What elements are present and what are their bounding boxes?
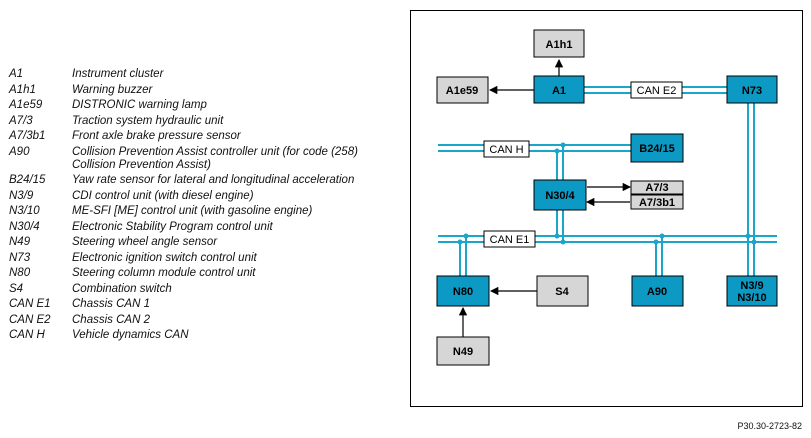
legend-code: N3/10	[9, 205, 40, 217]
legend-code: A1h1	[9, 83, 36, 96]
legend-description: Steering wheel angle sensor	[72, 236, 218, 248]
bus-label-can-e1: CAN E1	[483, 230, 536, 248]
legend-description: Electronic Stability Program control uni…	[72, 220, 273, 233]
bus-label: CAN E2	[637, 85, 677, 97]
legend-code: N30/4	[9, 220, 40, 233]
node-a73b1: A7/3b1	[630, 194, 684, 210]
node-n80: N80	[436, 275, 490, 307]
legend-description: ME-SFI [ME] control unit (with gasoline …	[72, 205, 313, 217]
legend-description: Yaw rate sensor for lateral and longitud…	[72, 174, 355, 186]
legend-code: A90	[9, 145, 30, 158]
node-a1: A1	[533, 75, 585, 104]
legend-row: CAN E2 Chassis CAN 2	[9, 314, 399, 327]
bus-label-can-h: CAN H	[483, 140, 530, 158]
legend-row: A1 Instrument cluster	[9, 68, 399, 81]
node-label: B24/15	[639, 143, 674, 155]
legend-code: A1e59	[9, 99, 43, 111]
legend-description: Traction system hydraulic unit	[72, 114, 224, 127]
legend-description: Collision Prevention Assist controller u…	[72, 145, 358, 171]
legend-code: N80	[9, 267, 31, 279]
legend-code: B24/15	[9, 174, 46, 186]
legend-row: S4 Combination switch	[9, 283, 399, 296]
legend-code: A7/3	[9, 114, 33, 127]
legend-description: Chassis CAN 2	[72, 313, 150, 326]
legend-row: N80 Steering column module control unit	[9, 267, 399, 280]
figure-reference: P30.30-2723-82	[737, 421, 802, 431]
node-b2415: B24/15	[630, 133, 684, 163]
legend-description: Vehicle dynamics CAN	[72, 329, 189, 341]
legend-row: A90 Collision Prevention Assist controlle…	[9, 146, 399, 172]
bus-label-can-e2: CAN E2	[630, 81, 683, 99]
bus-label: CAN E1	[490, 234, 530, 246]
legend-code: S4	[9, 282, 24, 295]
legend-row: A1h1 Warning buzzer	[9, 84, 399, 97]
node-label: A1	[552, 85, 566, 97]
legend-row: CAN E1 Chassis CAN 1	[9, 298, 399, 311]
legend-description: Front axle brake pressure sensor	[72, 130, 241, 142]
diagram-frame	[410, 10, 803, 407]
can-h-bus	[438, 144, 631, 180]
node-label: A7/3	[645, 182, 668, 194]
node-n304: N30/4	[533, 179, 587, 211]
node-label: S4	[555, 286, 569, 298]
node-label: A1e59	[446, 85, 478, 97]
legend-description: Warning buzzer	[72, 83, 153, 96]
node-n49: N49	[436, 336, 490, 366]
legend-row: CAN H Vehicle dynamics CAN	[9, 329, 399, 342]
node-label: A7/3b1	[639, 197, 675, 209]
legend-row: A7/3 Traction system hydraulic unit	[9, 115, 399, 128]
legend-description: Instrument cluster	[72, 68, 164, 80]
node-label: N3/10	[737, 292, 766, 304]
legend-row: N49 Steering wheel angle sensor	[9, 236, 399, 249]
node-s4: S4	[536, 275, 589, 307]
legend-code: CAN H	[9, 329, 45, 341]
node-a90: A90	[631, 275, 684, 307]
bus-label: CAN H	[489, 144, 523, 156]
node-label: N30/4	[545, 190, 575, 202]
legend-description: DISTRONIC warning lamp	[72, 99, 207, 111]
node-label: N49	[453, 346, 473, 358]
node-label: N80	[453, 286, 473, 298]
node-a73: A7/3	[630, 180, 684, 195]
legend-row: N73 Electronic ignition switch control un…	[9, 252, 399, 265]
node-a1e59: A1e59	[436, 76, 489, 104]
legend-description: Chassis CAN 1	[72, 298, 150, 310]
legend-description: Combination switch	[72, 282, 172, 295]
legend-code: N3/9	[9, 189, 34, 202]
legend-code: A7/3b1	[9, 130, 46, 142]
node-label: A90	[647, 286, 667, 298]
legend-row: A7/3b1 Front axle brake pressure sensor	[9, 130, 399, 143]
legend-row: A1e59 DISTRONIC warning lamp	[9, 99, 399, 112]
legend-description: CDI control unit (with diesel engine)	[72, 189, 254, 202]
legend-code: N73	[9, 251, 31, 264]
legend-description: Electronic ignition switch control unit	[72, 251, 257, 264]
legend-code: CAN E1	[9, 298, 51, 310]
node-label: N73	[742, 85, 762, 97]
legend-row: N30/4 Electronic Stability Program contro…	[9, 221, 399, 234]
legend-row: N3/9 CDI control unit (with diesel engine…	[9, 190, 399, 203]
bus-junctions	[457, 87, 757, 245]
legend-code: N49	[9, 236, 31, 248]
node-label: A1h1	[546, 39, 573, 51]
node-a1h1: A1h1	[533, 29, 585, 58]
signal-arrows	[458, 58, 632, 337]
legend-code: CAN E2	[9, 313, 51, 326]
node-n73: N73	[726, 75, 778, 104]
legend-row: B24/15 Yaw rate sensor for lateral and lo…	[9, 174, 399, 187]
node-n39-n310: N3/9 N3/10	[726, 275, 778, 307]
legend-description: Steering column module control unit	[72, 267, 256, 279]
legend-row: N3/10 ME-SFI [ME] control unit (with gaso…	[9, 205, 399, 218]
legend-code: A1	[9, 68, 24, 80]
node-label: N3/9	[740, 280, 763, 292]
